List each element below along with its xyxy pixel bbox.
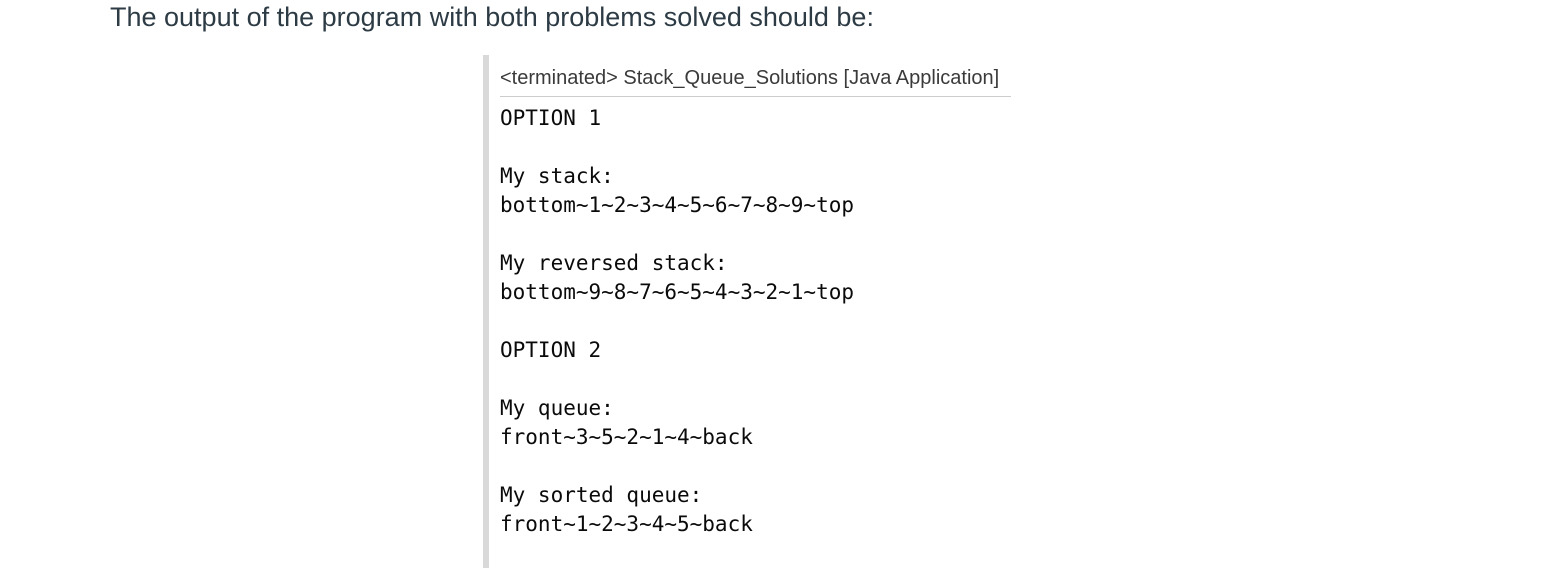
- page-title: The output of the program with both prob…: [110, 2, 874, 32]
- console-output-area[interactable]: OPTION 1 My stack: bottom~1~2~3~4~5~6~7~…: [500, 106, 855, 536]
- console-title: <terminated> Stack_Queue_Solutions [Java…: [500, 55, 1012, 97]
- console-title-row: <terminated> Stack_Queue_Solutions [Java…: [500, 55, 1223, 97]
- console-panel: <terminated> Stack_Queue_Solutions [Java…: [483, 55, 1223, 568]
